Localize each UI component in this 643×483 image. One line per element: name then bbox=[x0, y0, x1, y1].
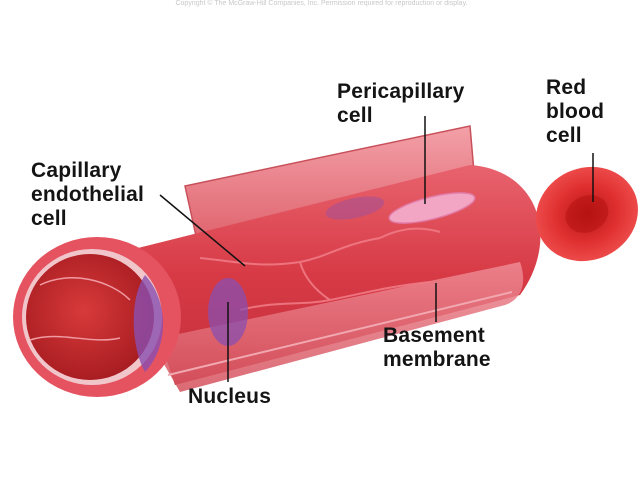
label-capillary-endothelial-cell: Capillary endothelial cell bbox=[31, 159, 145, 230]
pericapillary-cell-shape bbox=[388, 192, 476, 224]
basement-membrane-band bbox=[150, 262, 524, 392]
label-nucleus: Nucleus bbox=[188, 385, 272, 408]
label-basement-membrane: Basement membrane bbox=[383, 324, 491, 371]
copyright-notice: Copyright © The McGraw-Hill Companies, I… bbox=[175, 0, 468, 7]
endothelial-junctions bbox=[199, 227, 441, 311]
vessel-lumen bbox=[26, 254, 154, 380]
leader-line-capillary bbox=[159, 194, 246, 267]
label-red-blood-cell: Red blood cell bbox=[546, 76, 605, 147]
label-pericapillary-cell: Pericapillary cell bbox=[337, 80, 465, 127]
